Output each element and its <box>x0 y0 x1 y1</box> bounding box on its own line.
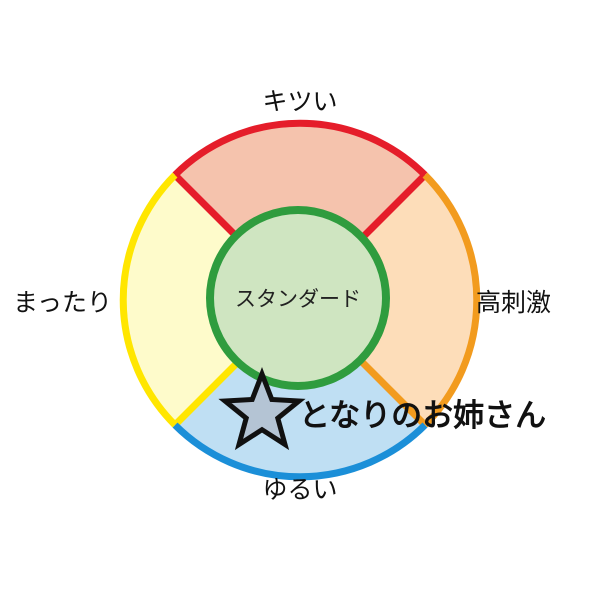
label-center: スタンダード <box>235 287 361 311</box>
rim-top <box>172 119 428 178</box>
label-top: キツい <box>262 87 337 116</box>
marker-label: となりのお姉さん <box>299 398 546 434</box>
rim-bottom <box>172 422 428 481</box>
rim-right <box>422 172 481 428</box>
label-left: まったり <box>13 288 112 317</box>
label-right: 高刺激 <box>476 288 551 317</box>
center-circle-standard <box>206 206 390 390</box>
star-icon <box>218 367 306 451</box>
label-bottom: ゆるい <box>262 475 337 504</box>
rim-left <box>119 172 178 428</box>
